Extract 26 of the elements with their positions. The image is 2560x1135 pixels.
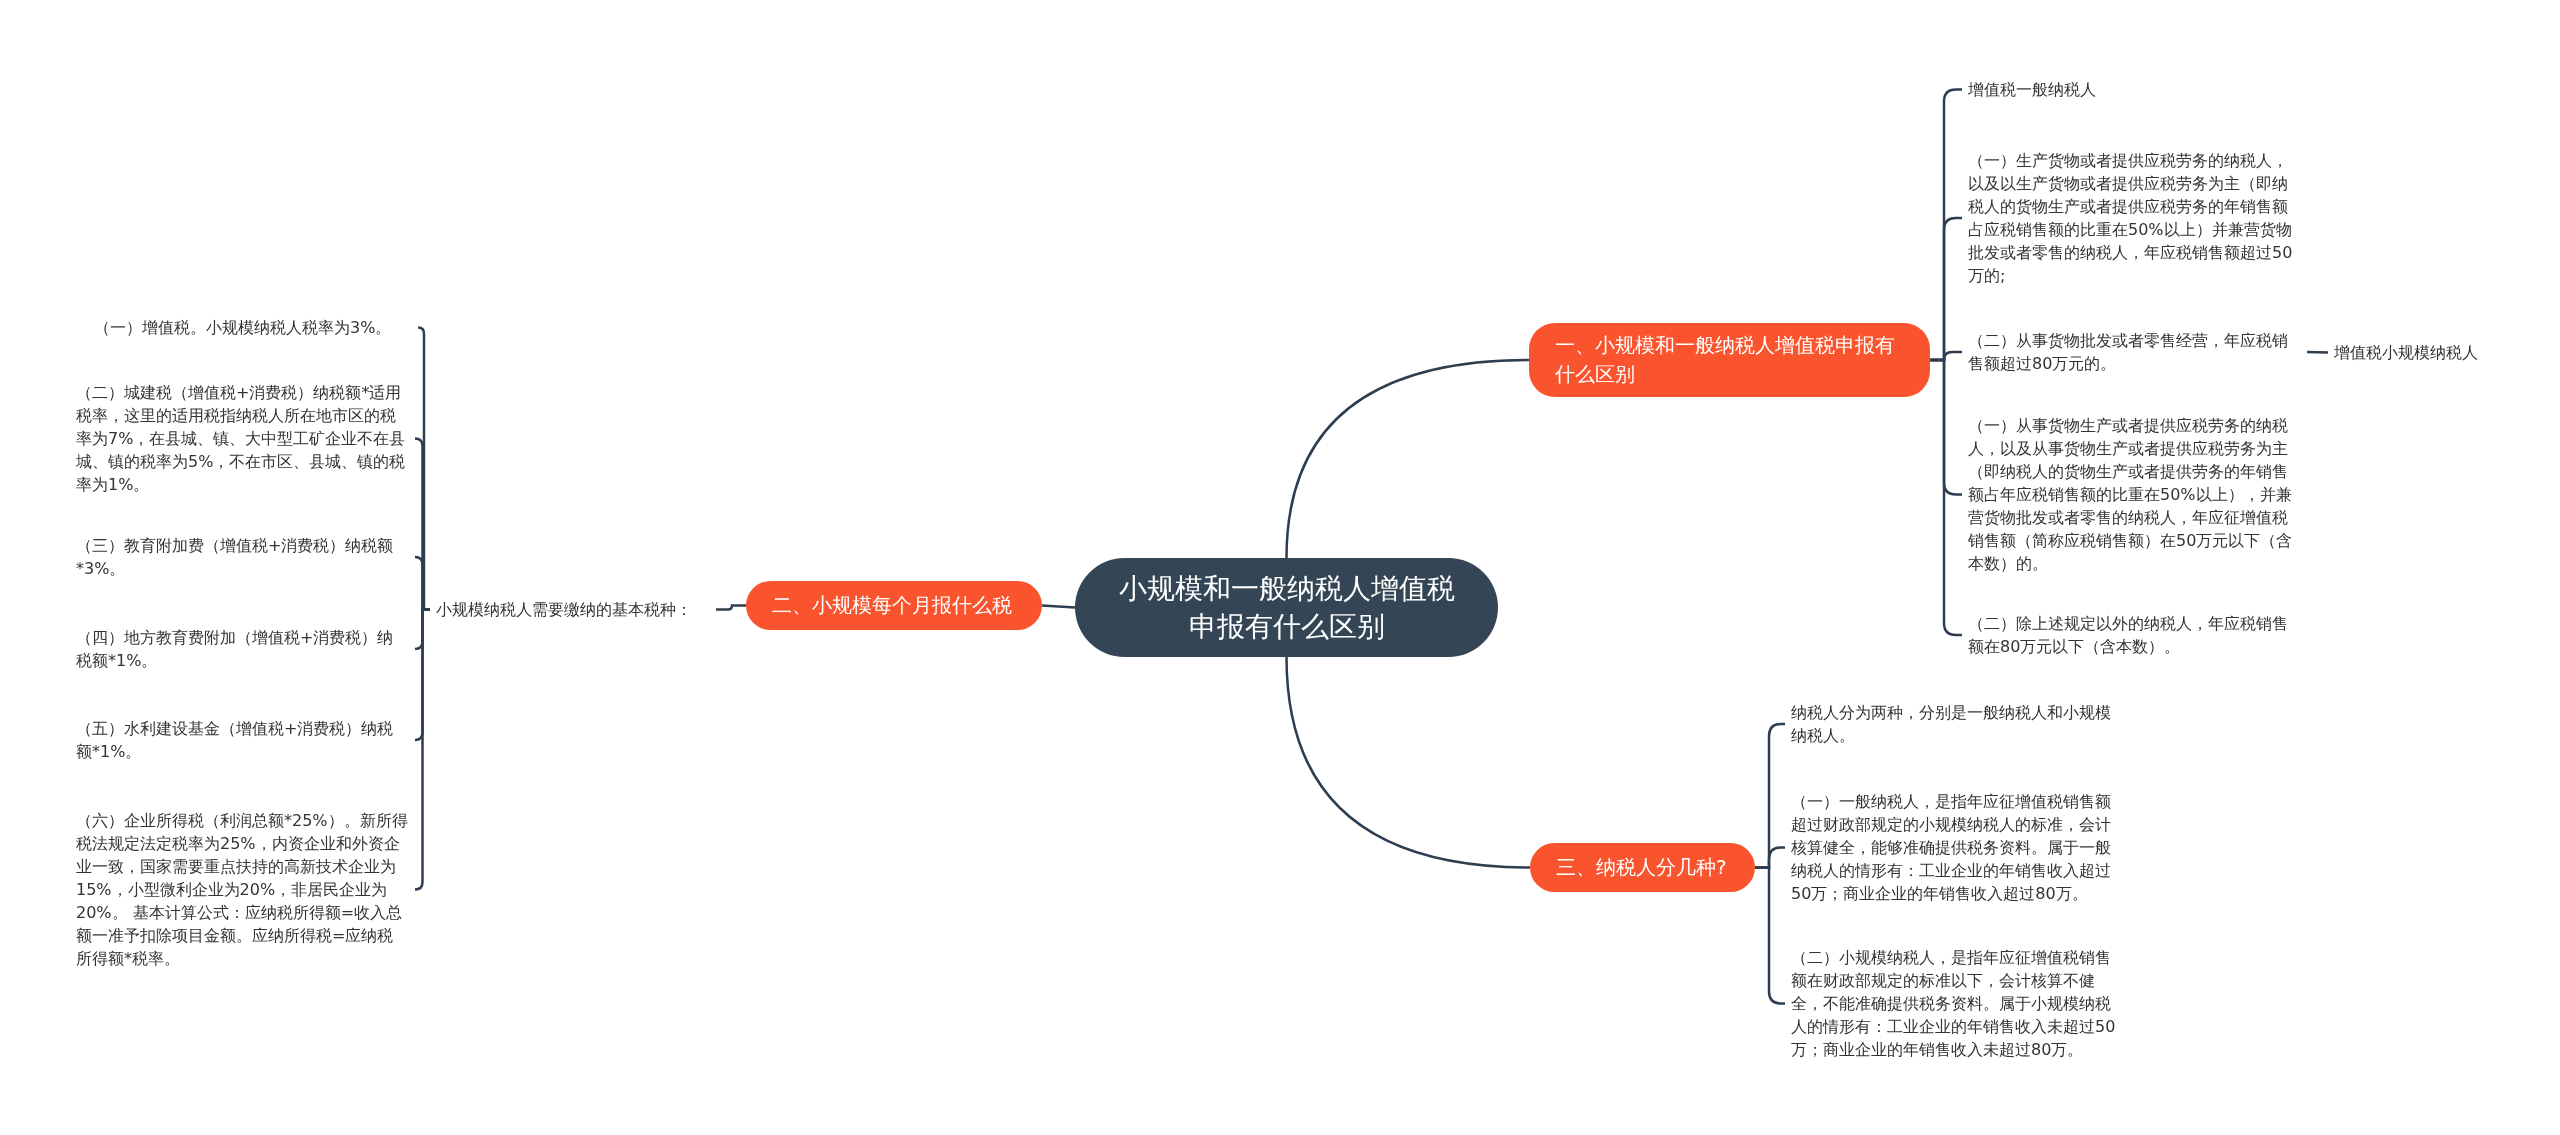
note-text: （二）城建税（增值税+消费税）纳税额*适用税率，这里的适用税指纳税人所在地市区的税率为7%，在县城、镇、大中型工矿企业不在县城、镇的税率为5%，不在市区、县城、镇的税率为1%。 [70, 377, 415, 500]
note-text: （四）地方教育费附加（增值税+消费税）纳税额*1%。 [70, 622, 415, 676]
note-text: （三）教育附加费（增值税+消费税）纳税额*3%。 [70, 530, 415, 584]
note-text: （二）除上述规定以外的纳税人，年应税销售额在80万元以下（含本数）。 [1962, 608, 2307, 662]
topic-box: 三、纳税人分几种? [1530, 843, 1755, 892]
branch-line [716, 604, 746, 611]
note-text: 纳税人分为两种，分别是一般纳税人和小规模纳税人。 [1785, 697, 2130, 751]
note-text: （一）生产货物或者提供应税劳务的纳税人，以及以生产货物或者提供应税劳务为主（即纳税人的货物生产或者提供应税劳务的年销售额占应税销售额的比重在50%以上）并兼营货物批发或者零售的纳税人，年应税销售额超过50万的; [1962, 145, 2307, 291]
note-text: （一）从事货物生产或者提供应税劳务的纳税人，以及从事货物生产或者提供应税劳务为主（即纳税人的货物生产或者提供劳务的年销售额占年应税销售额的比重在50%以上），并兼营货物批发或者零售的纳税人，年应征增值税销售额（简称应税销售额）在50万元以下（含本数）的。 [1962, 410, 2307, 579]
central-topic-box: 小规模和一般纳税人增值税申报有什么区别 [1075, 558, 1498, 657]
topic-box: 二、小规模每个月报什么税 [746, 581, 1042, 630]
branch-line [1285, 656, 1531, 869]
note-text: （二）小规模纳税人，是指年应征增值税销售额在财政部规定的标准以下，会计核算不健全，不能准确提供税务资料。属于小规模纳税人的情形有：工业企业的年销售收入未超过50万；商业企业的年销售收入未超过80万。 [1785, 942, 2130, 1065]
topic-box: 一、小规模和一般纳税人增值税申报有什么区别 [1529, 323, 1930, 397]
note-text: （五）水利建设基金（增值税+消费税）纳税额*1%。 [70, 713, 415, 767]
note-text: （六）企业所得税（利润总额*25%）。新所得税法规定法定税率为25%，内资企业和外资企业一致，国家需要重点扶持的高新技术企业为15%，小型微利企业为20%，非居民企业为20%。 基本计算公式：应纳税所得额=收入总额一准予扣除项目金额。应纳所得税=应纳税所得额*税率。 [70, 805, 415, 974]
branch-line [413, 608, 430, 891]
branch-line [2306, 350, 2329, 354]
note-text: 小规模纳税人需要缴纳的基本税种： [430, 594, 716, 625]
note-text: （一）一般纳税人，是指年应征增值税销售额超过财政部规定的小规模纳税人的标准，会计核算健全，能够准确提供税务资料。属于一般纳税人的情形有：工业企业的年销售收入超过50万；商业企业的年销售收入超过80万。 [1785, 786, 2130, 909]
note-text: 增值税小规模纳税人 [2328, 337, 2504, 368]
note-text: （一）增值税。小规模纳税人税率为3%。 [88, 312, 418, 343]
branch-line [1041, 604, 1076, 609]
note-text: （二）从事货物批发或者零售经营，年应税销售额超过80万元的。 [1962, 325, 2307, 379]
note-text: 增值税一般纳税人 [1962, 74, 2162, 105]
branch-line [1285, 358, 1530, 559]
